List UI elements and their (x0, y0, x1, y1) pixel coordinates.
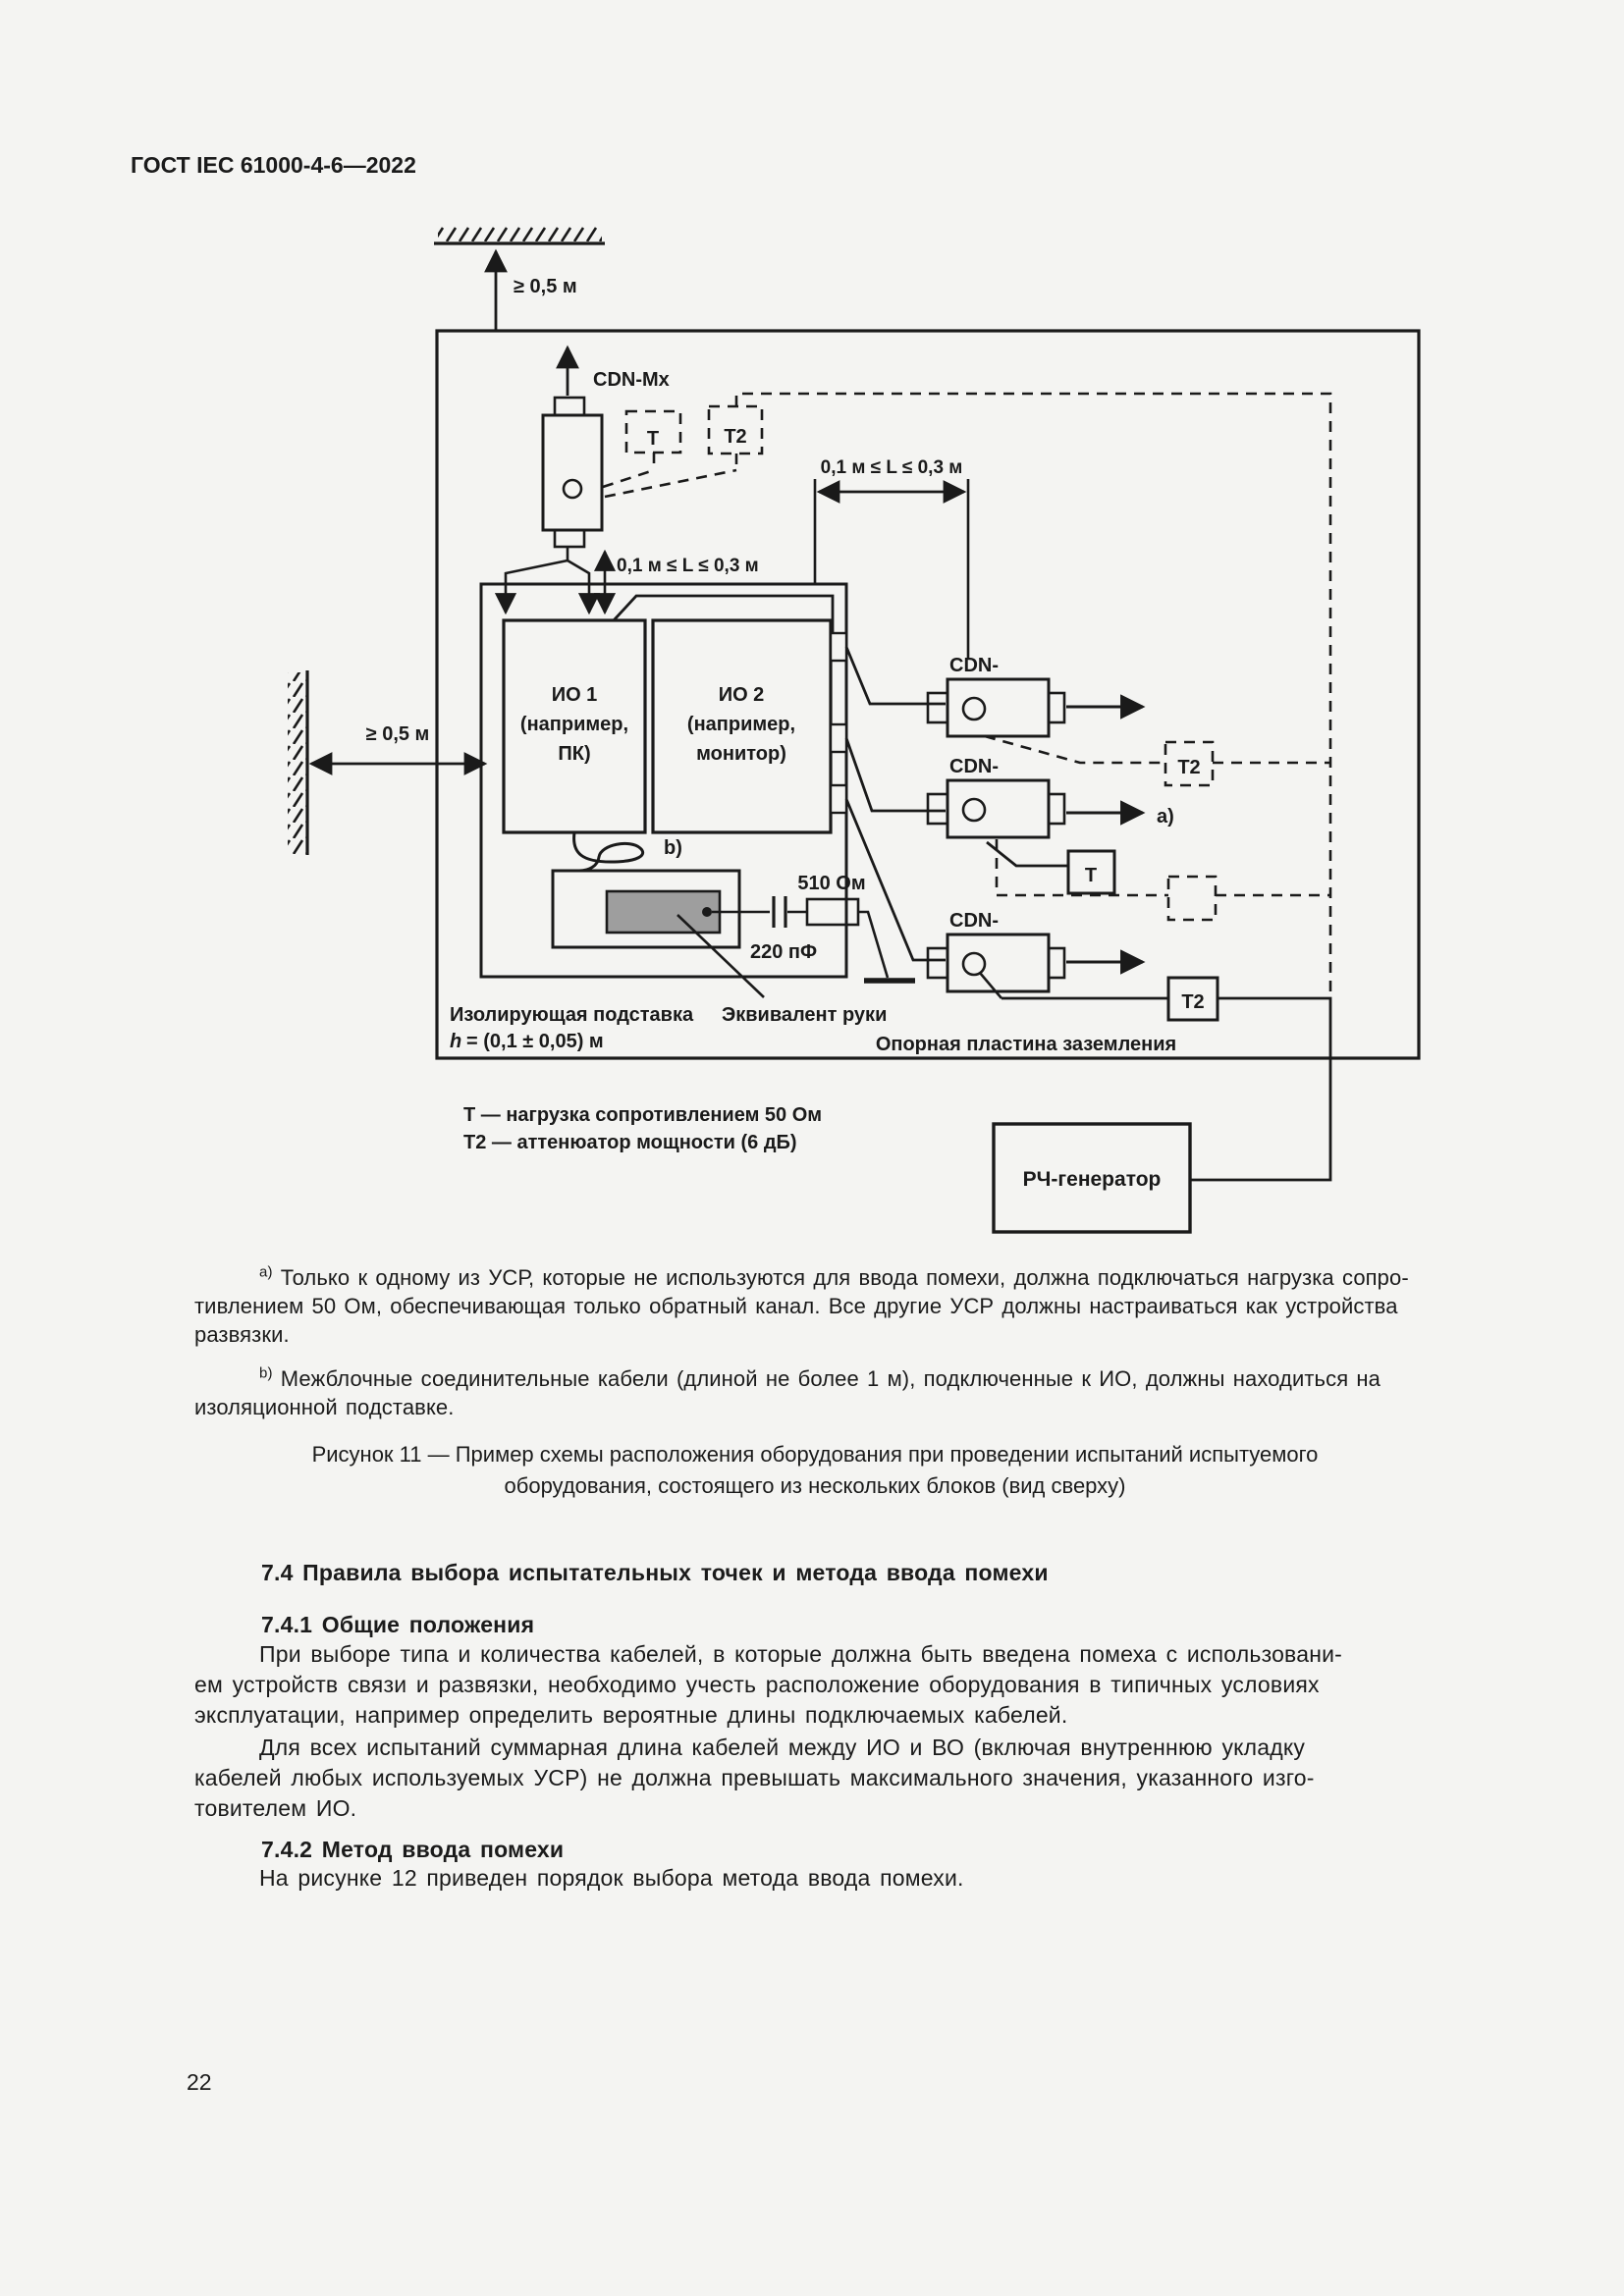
ground-plane-label: Опорная пластина заземления (876, 1034, 1176, 1055)
insulating-support: b) (551, 831, 741, 949)
t-bottom-solid: Т (986, 840, 1116, 895)
hand-equivalent-label: Эквивалент руки (722, 1004, 887, 1026)
cdn3-unit: CDN- (926, 910, 1146, 999)
paragraph-1: При выборе типа и количества кабелей, в … (194, 1641, 1343, 1728)
eut1-line2: (например, (520, 714, 628, 735)
cdn1-unit: CDN- (926, 655, 1146, 738)
cdn3-label: CDN- (949, 910, 999, 932)
support-label: Изолирующая подставка (450, 1004, 694, 1026)
dim-L-top-label: 0,1 м ≤ L ≤ 0,3 м (821, 457, 963, 478)
eut2-box: ИО 2 (например, монитор) (651, 618, 833, 834)
eut2-line1: ИО 2 (719, 684, 765, 706)
hand-equivalent-circuit: 510 Ом 220 пФ Эквивалент руки (677, 873, 915, 1026)
capacitor-label: 220 пФ (750, 941, 817, 963)
footnote-a-reference: a) (1157, 806, 1174, 828)
cdn1-label: CDN- (949, 655, 999, 676)
heading-7-4-2: 7.4.2 Метод ввода помехи (261, 1837, 565, 1862)
legend-t: Т — нагрузка сопротивлением 50 Ом (463, 1104, 822, 1126)
cdn-mx-unit: CDN-Mx (494, 345, 670, 615)
cdn-cables (844, 646, 946, 962)
footnote-b-reference: b) (664, 837, 682, 859)
dim-L-top: 0,1 м ≤ L ≤ 0,3 м (813, 457, 970, 658)
footnote-a: a) Только к одному из УСР, которые не ис… (194, 1263, 1506, 1349)
figure-11-diagram: ≥ 0,5 м ≥ 0,5 м CDN-Mx 0,1 м ≤ L ≤ 0,3 м… (288, 227, 1421, 1234)
t-bottom-label: Т (1085, 865, 1097, 886)
t2-mid-dashed: Т2 (984, 734, 1330, 787)
resistor-icon (805, 897, 860, 927)
hand-equivalent-plate (605, 889, 722, 934)
table-boundary (479, 582, 848, 979)
rf-generator-label: РЧ-генератор (1023, 1168, 1162, 1191)
dashed-empty-branch (995, 839, 1330, 922)
t2-bottom-solid: Т2 (1001, 976, 1332, 1182)
cdn2-unit: CDN- a) (926, 756, 1174, 839)
t2-mid-label: Т2 (1177, 757, 1200, 778)
support-height-value: = (0,1 ± 0,05) м (466, 1031, 604, 1052)
dim-L-mid-label: 0,1 м ≤ L ≤ 0,3 м (617, 556, 759, 576)
t2-dashed-label: Т2 (724, 426, 746, 448)
figure-caption: Рисунок 11 — Пример схемы расположения о… (311, 1442, 1319, 1498)
footnote-a-text: Только к одному из УСР, которые не испол… (194, 1265, 1409, 1347)
legend-t2: Т2 — аттенюатор мощности (6 дБ) (463, 1132, 797, 1153)
eut1-line3: ПК) (558, 743, 590, 765)
cdn-mx-label: CDN-Mx (593, 369, 670, 391)
page-number: 22 (187, 2069, 212, 2095)
eut2-line3: монитор) (696, 743, 786, 765)
footnote-a-marker: a) (259, 1263, 273, 1281)
eut1-box: ИО 1 (например, ПК) (502, 618, 647, 834)
eut1-line1: ИО 1 (552, 684, 598, 706)
paragraph-3: На рисунке 12 приведен порядок выбора ме… (259, 1865, 964, 1891)
page-header: ГОСТ IEC 61000-4-6—2022 (131, 152, 416, 178)
heading-7-4-1: 7.4.1 Общие положения (261, 1612, 535, 1637)
test-area-boundary (435, 329, 1421, 1060)
coiled-cable (572, 831, 645, 873)
eut2-line2: (например, (687, 714, 795, 735)
ceiling-wall (434, 227, 605, 245)
heading-7-4: 7.4 Правила выбора испытательных точек и… (261, 1560, 1049, 1585)
t-dashed-label: Т (647, 428, 659, 450)
ceiling-distance-label: ≥ 0,5 м (514, 276, 577, 297)
support-height-symbol: h (450, 1031, 461, 1052)
footnote-b-marker: b) (259, 1364, 273, 1382)
rf-generator-box: РЧ-генератор (992, 1122, 1192, 1234)
paragraph-2: Для всех испытаний суммарная длина кабел… (194, 1735, 1315, 1821)
resistor-label: 510 Ом (797, 873, 865, 894)
side-wall (288, 670, 309, 855)
cdn2-label: CDN- (949, 756, 999, 777)
footnote-b-text: Межблочные соединительные кабели (длиной… (194, 1366, 1381, 1419)
t2-bottom-label: Т2 (1181, 991, 1204, 1013)
footnote-b: b) Межблочные соединительные кабели (дли… (194, 1364, 1506, 1421)
t-t2-dashed-top (602, 392, 1332, 998)
wall-distance-label: ≥ 0,5 м (366, 723, 430, 745)
